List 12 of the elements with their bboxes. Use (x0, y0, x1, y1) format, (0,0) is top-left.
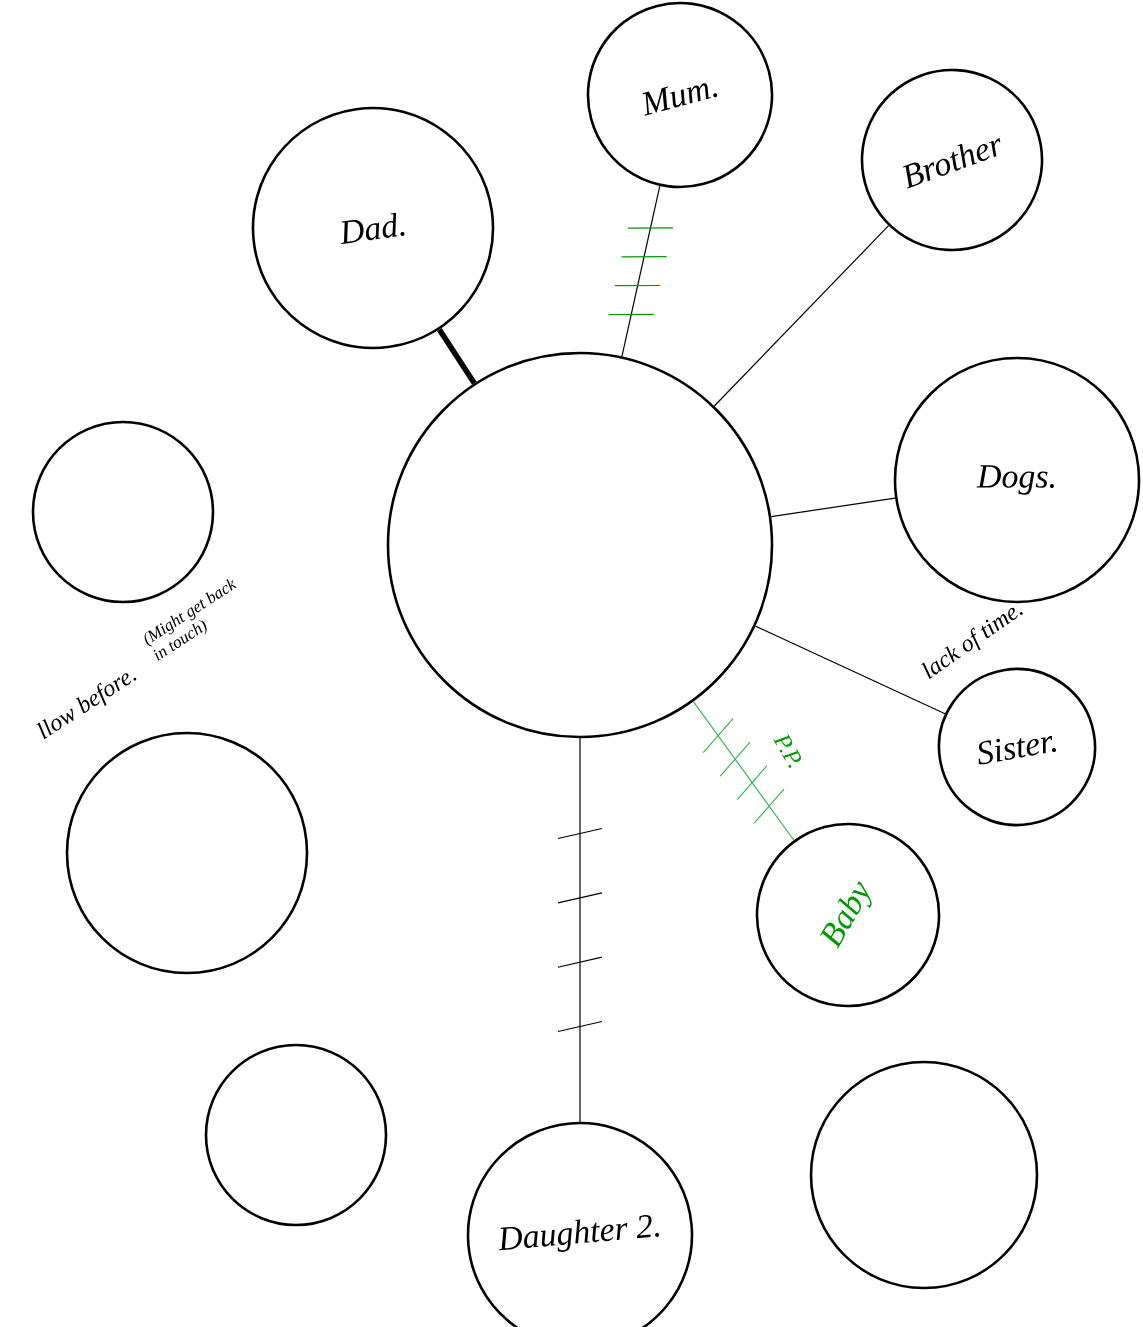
connector-line (692, 700, 795, 841)
connector-line (579, 737, 581, 1123)
circle (809, 1060, 1039, 1290)
circle (204, 1043, 388, 1227)
edge-label: P.P. (773, 733, 801, 768)
handwritten-note: llow before. (36, 673, 137, 740)
connector-line (713, 225, 890, 407)
connector-line (754, 625, 946, 715)
connector-line (621, 185, 661, 357)
connector-line (770, 497, 896, 518)
circle (386, 351, 774, 739)
connector-line (437, 328, 477, 385)
